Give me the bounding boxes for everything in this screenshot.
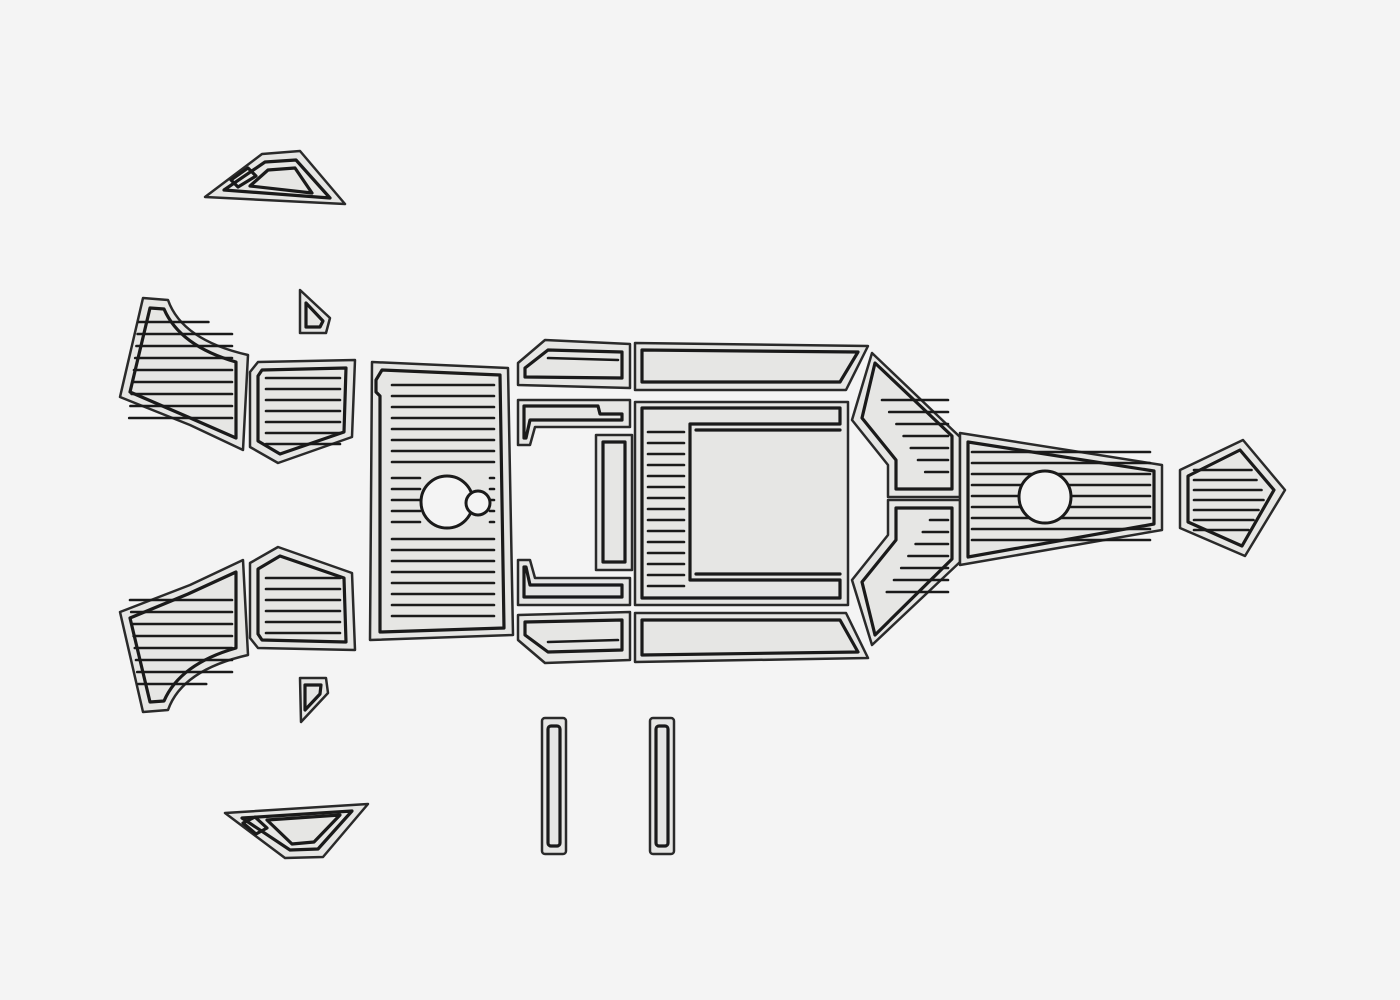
pad-far-right-hex bbox=[1178, 438, 1287, 558]
pad-right-bow bbox=[958, 431, 1164, 567]
pad-left-lower-side bbox=[248, 545, 357, 652]
pad-mid-upper-small bbox=[516, 338, 632, 390]
pad-mid-vertical-strip bbox=[594, 433, 634, 572]
pad-right-upper-angled bbox=[850, 351, 962, 499]
pad-left-upper-side bbox=[248, 358, 357, 465]
pad-bottom-triangle bbox=[223, 802, 370, 860]
pad-left-upper-curved bbox=[118, 296, 250, 452]
pad-bottom-bar-right bbox=[648, 716, 676, 856]
pad-right-lower-angled bbox=[850, 498, 962, 647]
pad-bottom-bar-left bbox=[540, 716, 568, 856]
pad-center-u bbox=[633, 400, 850, 607]
pad-small-upper bbox=[298, 288, 332, 335]
pad-left-lower-curved bbox=[118, 558, 250, 714]
pad-mid-upper-bracket bbox=[516, 398, 632, 447]
pad-mid-lower-bracket bbox=[516, 558, 632, 607]
pad-top-triangle bbox=[203, 149, 347, 206]
pad-mid-lower-small bbox=[516, 610, 632, 665]
pad-center-left-large bbox=[368, 360, 515, 642]
pad-small-lower bbox=[298, 676, 330, 724]
cup-hole-small bbox=[464, 489, 492, 517]
cup-hole-bow bbox=[1017, 469, 1073, 525]
pad-bottom-long bbox=[633, 611, 870, 664]
pad-top-long bbox=[633, 341, 870, 392]
